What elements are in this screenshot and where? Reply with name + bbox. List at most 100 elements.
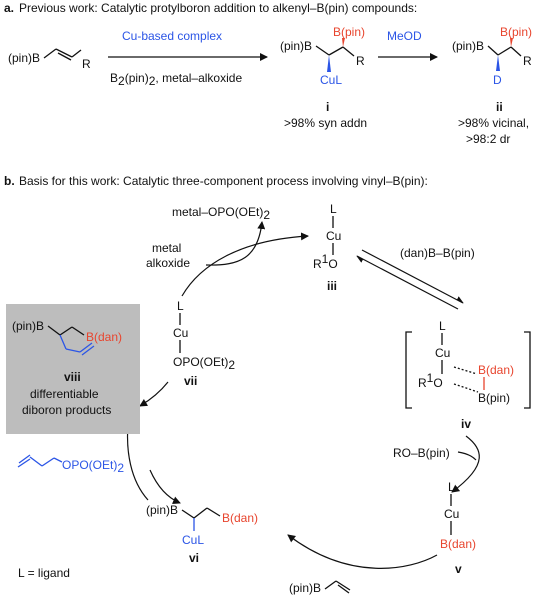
i-CuL: CuL	[320, 73, 342, 87]
intermediate-i: (pin)B B(pin) R CuL i >98% syn addn	[280, 25, 367, 130]
ro-bpin-byproduct: RO–B(pin)	[393, 446, 450, 460]
bond	[487, 45, 499, 56]
bond	[335, 580, 351, 591]
alkenyl-bpin-start: (pin)B R	[8, 48, 91, 71]
ii-R: R	[523, 54, 532, 68]
bond	[510, 46, 522, 57]
iv-label: iv	[461, 417, 471, 431]
vii-phosphate: OPO(OEt)2	[173, 355, 235, 372]
intermediate-vii: L Cu OPO(OEt)2 vii	[173, 299, 235, 388]
bond	[43, 48, 57, 59]
condition-reagents: B2(pin)2, metal–alkoxide	[110, 71, 242, 88]
i-Bpin: B(pin)	[333, 25, 365, 39]
iii-label: iii	[327, 279, 337, 293]
viii-label: viii	[64, 370, 81, 384]
i-pinB: (pin)B	[280, 39, 312, 53]
allyl-phosphate-label: OPO(OEt)2	[62, 458, 124, 475]
viii-caption-1: differentiable	[30, 387, 99, 401]
iv-Bdan: B(dan)	[478, 363, 514, 377]
v-Bdan: B(dan)	[440, 537, 476, 551]
start-R: R	[82, 57, 91, 71]
intermediate-iii: L Cu R1O iii	[313, 202, 341, 293]
ii-D: D	[493, 73, 502, 87]
product-ii: (pin)B B(pin) R D ii >98% vicinal, >98:2…	[452, 25, 532, 146]
bond	[18, 454, 31, 464]
forward-arrow	[361, 249, 464, 304]
ii-label: ii	[496, 100, 503, 114]
iv-Bpin: B(pin)	[478, 391, 510, 405]
bond	[193, 507, 208, 519]
ligand-note: L = ligand	[18, 566, 70, 580]
ii-pinB: (pin)B	[452, 39, 484, 53]
i-caption: >98% syn addn	[284, 116, 367, 130]
vii-L: L	[177, 299, 184, 313]
vi-CuL: CuL	[182, 533, 204, 547]
bond	[497, 46, 512, 56]
vii-Cu: Cu	[173, 326, 188, 340]
intermediate-vi: (pin)B B(dan) CuL vi	[146, 503, 258, 565]
arrow-vi-to-vii	[149, 469, 181, 504]
bond	[17, 458, 31, 468]
bond	[57, 52, 72, 61]
wedge-bond	[342, 38, 345, 47]
condition-meod: MeOD	[387, 29, 422, 43]
ii-Bpin: B(pin)	[500, 25, 532, 39]
bond	[81, 345, 95, 356]
allyl-phosphate-reagent: OPO(OEt)2	[17, 454, 124, 475]
arrow-to-product-viii	[139, 381, 169, 407]
part-b-heading: Basis for this work: Catalytic three-com…	[19, 174, 428, 188]
bond	[328, 46, 344, 56]
bond	[65, 348, 81, 353]
bond	[41, 457, 55, 467]
intermediate-v: L Cu B(dan) v	[440, 480, 476, 576]
bond	[342, 46, 355, 57]
viii-pinB: (pin)B	[12, 319, 44, 333]
dashed-bond	[453, 366, 478, 375]
v-label: v	[455, 562, 462, 576]
v-Cu: Cu	[444, 507, 459, 521]
start-pinB: (pin)B	[8, 51, 40, 65]
bond	[47, 325, 61, 336]
left-bracket	[405, 331, 412, 409]
wedge-bond	[327, 55, 331, 72]
vi-pinB: (pin)B	[146, 503, 178, 517]
diboron-reagent: (dan)B–B(pin)	[400, 246, 475, 260]
iv-L: L	[439, 319, 446, 333]
side-arrow-ro-bpin	[457, 451, 477, 461]
bond	[59, 326, 73, 336]
bond	[55, 48, 73, 58]
bond	[71, 326, 85, 336]
side-arrow-metal-exchange	[205, 221, 266, 266]
ii-caption-2: >98:2 dr	[466, 132, 510, 146]
part-a-heading: Previous work: Catalytic protylboron add…	[19, 1, 417, 15]
wedge-bond	[496, 55, 500, 71]
arrow-v-to-vi	[287, 534, 438, 569]
bond	[71, 49, 82, 58]
part-b-letter: b.	[4, 174, 15, 188]
bond	[29, 456, 43, 467]
vinyl-pinB: (pin)B	[289, 581, 321, 595]
i-label: i	[326, 100, 329, 114]
bond	[337, 584, 350, 594]
product-box-background	[6, 304, 140, 434]
vinyl-bpin-reagent: (pin)B	[289, 580, 351, 595]
condition-cu-complex: Cu-based complex	[122, 29, 222, 43]
wedge-bond	[510, 38, 513, 47]
iii-R1O: R1O	[313, 252, 338, 271]
byproduct-metal-phosphate: metal–OPO(OEt)2	[172, 205, 270, 222]
v-L: L	[448, 480, 455, 494]
iii-Cu: Cu	[326, 229, 341, 243]
bond	[181, 509, 195, 519]
ii-caption-1: >98% vicinal,	[458, 116, 529, 130]
bond	[79, 342, 93, 353]
metal-alkoxide-line-1: metal	[152, 241, 181, 255]
vii-label: vii	[184, 374, 197, 388]
arrow-iv-to-v	[451, 435, 480, 493]
metal-alkoxide-line-2: alkoxide	[146, 256, 190, 270]
i-R: R	[356, 54, 365, 68]
part-a: a. Previous work: Catalytic protylboron …	[4, 1, 532, 146]
bond	[206, 507, 221, 517]
arrow-vi-to-vii-lower	[126, 424, 149, 501]
right-bracket	[524, 331, 531, 409]
